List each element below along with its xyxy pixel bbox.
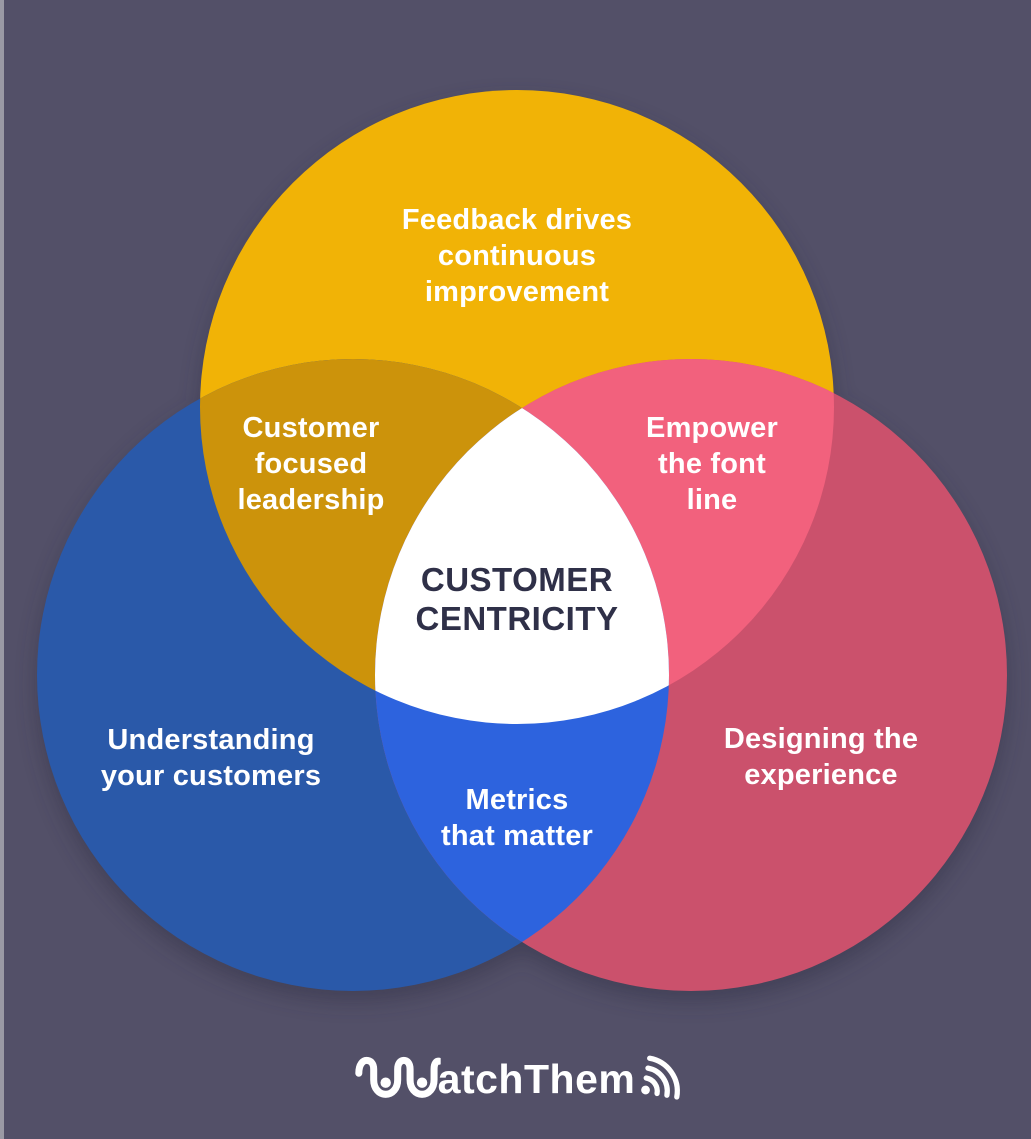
label-metrics-that-matter: Metrics that matter xyxy=(440,784,594,852)
label-designing: Designing the experience xyxy=(723,723,919,791)
left-edge-strip xyxy=(0,0,4,1139)
overlap-center xyxy=(375,359,669,724)
watchthem-logo: atchThem xyxy=(355,1055,684,1103)
label-empower-the-font-line: Empower the font line xyxy=(646,412,778,516)
label-customer-focused-leadership: Customer focused leadership xyxy=(237,412,385,516)
label-understanding: Understanding your customers xyxy=(100,724,322,792)
label-feedback: Feedback drives continuous improvement xyxy=(401,204,633,308)
label-customer-centricity: CUSTOMER CENTRICITY xyxy=(415,561,619,637)
watchthem-wordmark: atchThem xyxy=(437,1055,636,1102)
watchthem-w-glasses-icon xyxy=(355,1056,441,1098)
signal-rss-icon xyxy=(640,1055,680,1100)
